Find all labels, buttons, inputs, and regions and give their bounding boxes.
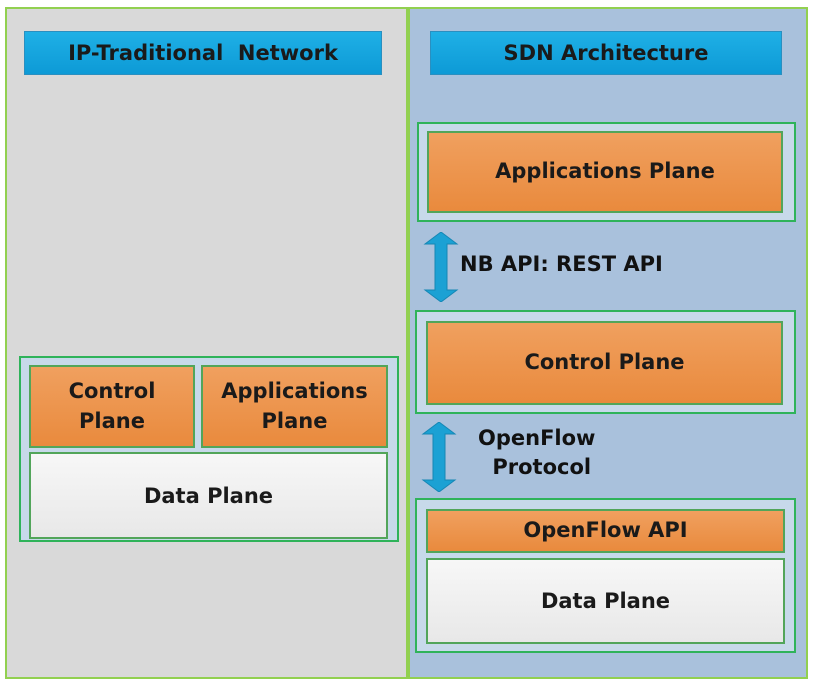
data-plane-text: Data Plane bbox=[143, 483, 274, 508]
control-plane-line1: Control bbox=[68, 379, 156, 404]
sdn-applications-plane: Applications Plane bbox=[427, 131, 783, 213]
nb-api-text: NB API: REST API bbox=[460, 252, 663, 276]
nb-api-label: NB API: REST API bbox=[460, 250, 663, 279]
openflow-api-text: OpenFlow API bbox=[523, 518, 688, 543]
sdn-architecture-title: SDN Architecture bbox=[430, 31, 782, 75]
control-plane-text: Control Plane bbox=[524, 350, 685, 375]
traditional-network-panel bbox=[5, 7, 408, 679]
openflow-protocol-label: OpenFlow Protocol bbox=[478, 424, 595, 483]
sdn-openflow-api: OpenFlow API bbox=[426, 509, 785, 553]
traditional-title-text: IP-Traditional Network bbox=[68, 41, 338, 65]
double-arrow-icon bbox=[421, 422, 457, 492]
double-arrow-icon bbox=[423, 232, 459, 302]
sdn-control-plane: Control Plane bbox=[426, 321, 783, 405]
applications-plane-text: Applications Plane bbox=[495, 159, 715, 184]
openflow-label-line1: OpenFlow bbox=[478, 426, 596, 450]
traditional-network-title: IP-Traditional Network bbox=[24, 31, 382, 75]
sdn-title-text: SDN Architecture bbox=[503, 41, 709, 65]
applications-plane-line1: Applications bbox=[221, 379, 368, 404]
traditional-data-plane: Data Plane bbox=[29, 452, 388, 539]
sdn-data-plane: Data Plane bbox=[426, 558, 785, 644]
traditional-control-plane: Control Plane bbox=[29, 365, 195, 448]
openflow-label-line2: Protocol bbox=[492, 455, 592, 480]
data-plane-text: Data Plane bbox=[540, 589, 671, 613]
traditional-applications-plane: Applications Plane bbox=[201, 365, 388, 448]
control-plane-line2: Plane bbox=[79, 408, 145, 433]
applications-plane-line2: Plane bbox=[261, 408, 328, 433]
